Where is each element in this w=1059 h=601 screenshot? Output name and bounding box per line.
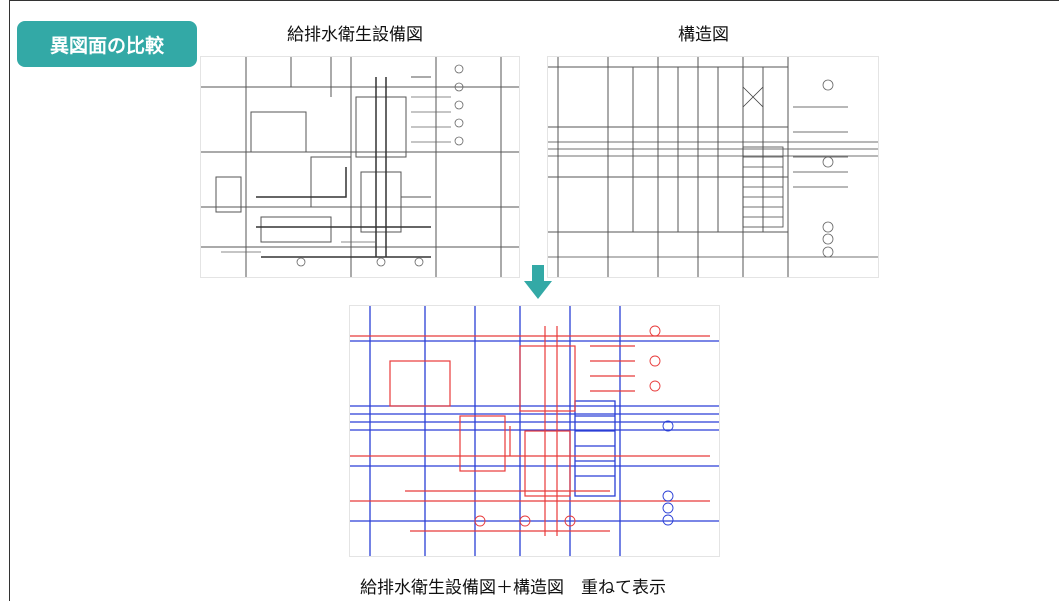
caption-structure: 構造図 (678, 25, 729, 45)
overlay-drawing (349, 305, 720, 557)
caption-overlay: 給排水衛生設備図＋構造図 重ねて表示 (360, 578, 666, 598)
section-tag: 異図面の比較 (17, 21, 197, 67)
overlay-drawing-svg (350, 306, 719, 556)
slide-frame (9, 0, 1059, 601)
plumbing-drawing (200, 56, 520, 278)
plumbing-drawing-svg (201, 57, 519, 277)
caption-plumbing: 給排水衛生設備図 (287, 25, 423, 45)
down-arrow-icon (524, 265, 552, 299)
structure-drawing-svg (548, 57, 878, 277)
structure-drawing (547, 56, 879, 278)
